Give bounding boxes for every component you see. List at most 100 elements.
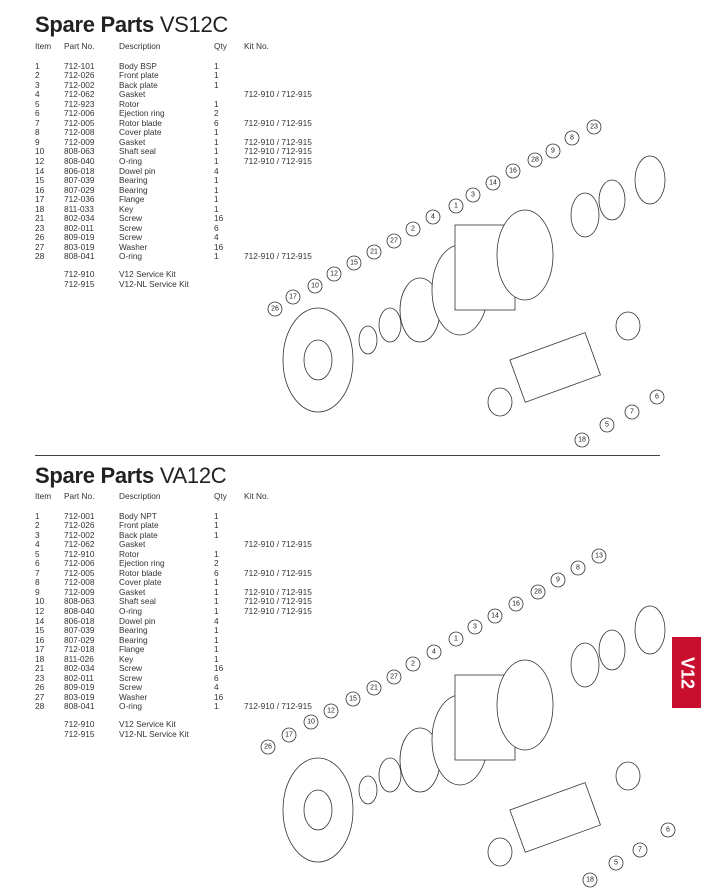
part-no-cell: 808-063 — [64, 146, 95, 157]
description-cell: Shaft seal — [119, 596, 156, 607]
description-cell: Cover plate — [119, 577, 162, 588]
callout-3: 3 — [467, 619, 483, 635]
side-tab-v12[interactable]: V12 — [672, 637, 701, 708]
item-cell: 28 — [35, 701, 45, 712]
description-cell: Ejection ring — [119, 558, 165, 569]
part-no-cell: 712-026 — [64, 70, 95, 81]
qty-cell: 1 — [214, 586, 219, 597]
svg-text:5: 5 — [614, 860, 618, 867]
callout-4: 4 — [426, 644, 442, 660]
side-tab-label: V12 — [677, 656, 697, 689]
callout-6: 6 — [660, 822, 676, 838]
kit-no-cell: 712-910 / 712-915 — [244, 89, 312, 100]
item-cell: 23 — [35, 222, 45, 233]
kit-description: V12-NL Service Kit — [119, 278, 189, 289]
exploded-diagram-0 — [282, 155, 666, 417]
qty-cell: 1 — [214, 156, 219, 167]
part-no-cell: 808-041 — [64, 701, 95, 712]
item-cell: 14 — [35, 165, 45, 176]
part-no-cell: 712-006 — [64, 558, 95, 569]
svg-text:1: 1 — [454, 203, 458, 210]
description-cell: Bearing — [119, 634, 148, 645]
qty-cell: 4 — [214, 232, 219, 243]
description-cell: Front plate — [119, 70, 159, 81]
part-no-cell: 802-034 — [64, 663, 95, 674]
callout-28: 28 — [527, 152, 543, 168]
callout-15: 15 — [346, 255, 362, 271]
item-cell: 27 — [35, 241, 45, 252]
ejection-ring-2 — [615, 311, 641, 341]
svg-text:21: 21 — [370, 685, 378, 692]
o-ring — [358, 325, 378, 355]
qty-cell: 1 — [214, 79, 219, 90]
item-cell: 4 — [35, 539, 40, 550]
part-no-cell: 808-041 — [64, 251, 95, 262]
description-cell: Rotor — [119, 98, 140, 109]
qty-cell: 16 — [214, 213, 224, 224]
description-cell: Screw — [119, 222, 143, 233]
svg-text:6: 6 — [666, 827, 670, 834]
description-cell: Screw — [119, 213, 143, 224]
description-cell: Back plate — [119, 529, 158, 540]
header-part-no: Part No. — [64, 41, 95, 51]
part-no-cell: 807-039 — [64, 625, 95, 636]
svg-text:2: 2 — [411, 226, 415, 233]
description-cell: Gasket — [119, 586, 146, 597]
bearing — [570, 642, 600, 688]
callout-27: 27 — [386, 233, 402, 249]
kit-description: V12 Service Kit — [119, 269, 176, 280]
header-kit-no: Kit No. — [244, 41, 269, 51]
item-cell: 12 — [35, 606, 45, 617]
item-cell: 15 — [35, 175, 45, 186]
section-title-va12c: Spare Parts VA12C — [35, 463, 227, 488]
svg-text:28: 28 — [531, 157, 539, 164]
callout-9: 9 — [545, 143, 561, 159]
kit-no-cell: 712-910 / 712-915 — [244, 251, 312, 262]
callout-28: 28 — [530, 584, 546, 600]
svg-text:18: 18 — [578, 437, 586, 444]
svg-text:7: 7 — [630, 409, 634, 416]
callout-21: 21 — [366, 244, 382, 260]
svg-text:8: 8 — [576, 565, 580, 572]
part-no-cell: 712-008 — [64, 127, 95, 138]
qty-cell: 16 — [214, 691, 224, 702]
shaft-seal — [378, 307, 402, 343]
qty-cell: 1 — [214, 98, 219, 109]
item-cell: 6 — [35, 108, 40, 119]
svg-text:27: 27 — [390, 674, 398, 681]
item-cell: 15 — [35, 625, 45, 636]
header-qty: Qty — [214, 491, 227, 501]
ejection-ring — [487, 837, 513, 867]
qty-cell: 4 — [214, 165, 219, 176]
part-no-cell: 712-910 — [64, 548, 95, 559]
part-no-cell: 808-063 — [64, 596, 95, 607]
item-cell: 17 — [35, 194, 45, 205]
part-no-cell: 806-018 — [64, 615, 95, 626]
kit-no-cell: 712-910 / 712-915 — [244, 156, 312, 167]
header-item: Item — [35, 41, 52, 51]
svg-text:16: 16 — [512, 601, 520, 608]
gasket-rear — [598, 629, 626, 671]
callout-8: 8 — [564, 130, 580, 146]
description-cell: Key — [119, 653, 134, 664]
part-no-cell: 802-011 — [64, 222, 94, 233]
item-cell: 1 — [35, 60, 40, 71]
item-cell: 3 — [35, 529, 40, 540]
qty-cell: 1 — [214, 596, 219, 607]
callout-18: 18 — [582, 872, 598, 888]
item-cell: 10 — [35, 146, 45, 157]
description-cell: Dowel pin — [119, 615, 156, 626]
callout-5: 5 — [599, 417, 615, 433]
callout-12: 12 — [326, 266, 342, 282]
part-no-cell: 803-019 — [64, 241, 95, 252]
callout-8: 8 — [570, 560, 586, 576]
kit-no-cell: 712-910 / 712-915 — [244, 117, 312, 128]
qty-cell: 1 — [214, 653, 219, 664]
description-cell: Screw — [119, 232, 143, 243]
header-qty: Qty — [214, 41, 227, 51]
qty-cell: 1 — [214, 194, 219, 205]
callout-16: 16 — [508, 596, 524, 612]
part-no-cell: 712-009 — [64, 136, 95, 147]
qty-cell: 1 — [214, 625, 219, 636]
